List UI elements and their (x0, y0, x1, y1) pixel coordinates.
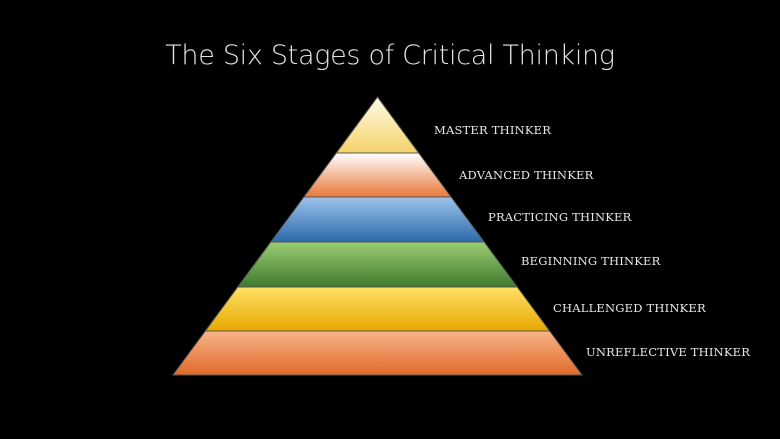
pyramid-layer-challenged (204, 286, 551, 332)
stage-label-master: MASTER THINKER (434, 123, 551, 137)
stage-label-advanced: ADVANCED THINKER (458, 168, 594, 182)
pyramid-layer-advanced (302, 152, 453, 198)
pyramid-layer-beginning (236, 241, 519, 288)
stage-label-practicing: PRACTICING THINKER (488, 210, 632, 224)
pyramid-layer-practicing (269, 196, 486, 243)
pyramid-layer-master (335, 96, 420, 154)
stage-label-unreflective: UNREFLECTIVE THINKER (586, 345, 750, 359)
pyramid-layer-unreflective (172, 330, 583, 376)
stage-label-beginning: BEGINNING THINKER (521, 254, 661, 268)
stage-label-challenged: CHALLENGED THINKER (553, 301, 706, 315)
slide-title: The Six Stages of Critical Thinking (165, 40, 615, 71)
